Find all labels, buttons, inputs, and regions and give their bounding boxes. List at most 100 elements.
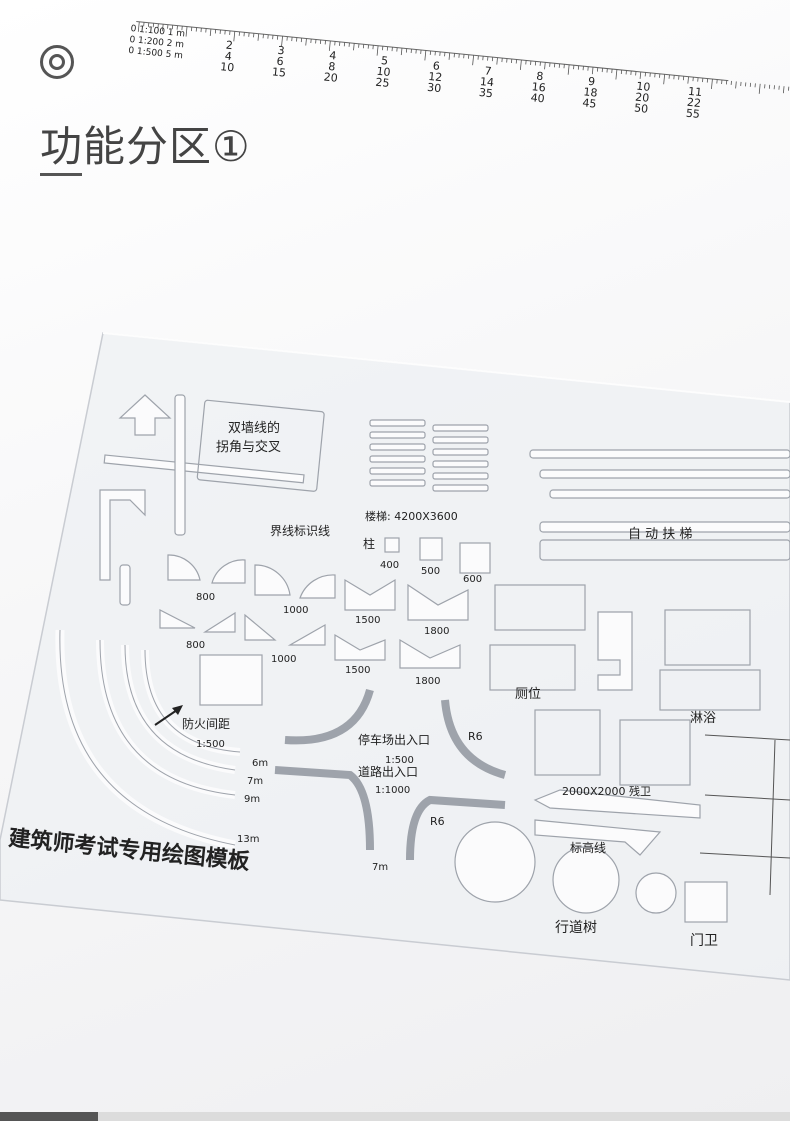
sheet-edge-highlight [102,332,790,403]
label-shower: 淋浴 [690,711,716,726]
ruler-number: 50 [634,101,649,115]
section-title: 功能分区① [40,122,251,171]
label-door-1000: 1000 [271,654,296,665]
ruler-number: 3 [277,44,285,58]
ruler-number: 30 [427,81,442,95]
label-door-1500: 1500 [345,665,370,676]
ruler-ticks [137,21,790,94]
ruler-tick [185,26,188,37]
title-underline [40,173,82,176]
ruler-number: 22 [686,96,701,110]
bent-arrow-cutout [99,489,146,581]
double-wall-box [196,399,325,492]
label-boundary: 界线标识线 [270,524,330,538]
ruler-tick [209,28,212,37]
label-stairs: 楼梯: 4200X3600 [365,509,458,523]
ruler-tick [591,67,594,75]
ruler-number: 40 [530,91,545,105]
ruler-tick [544,62,546,70]
label-door-1800: 1800 [415,676,440,687]
label-double-wall-1: 双墙线的 [228,420,280,436]
label-guard: 门卫 [690,933,718,949]
ruler-tick [639,71,642,79]
ruler-tick [233,31,236,42]
ruler-number: 10 [636,80,651,94]
ruler-number: 4 [224,50,232,64]
label-9m: 9m [244,794,260,805]
ruler-number: 18 [583,85,598,99]
ruler-tick [663,74,666,85]
ruler-tick [567,64,570,75]
tree-small [635,872,677,914]
ruler-scale-labels: 0 1:100 1 m 0 1:200 2 m 0 1:500 5 m [128,24,186,61]
ruler-number: 11 [687,85,702,99]
ruler-tick [472,55,475,66]
ruler-tick [328,40,331,51]
label-r6: R6 [468,730,483,743]
ruler-number: 12 [428,70,443,84]
ruler-number: 14 [479,75,494,89]
fire-square [199,654,263,706]
shower-cutout [664,609,751,666]
label-r6: R6 [430,815,445,828]
ruler-tick [758,83,761,94]
ruler-number: 7 [484,64,492,78]
ruler-tick [711,79,713,90]
ruler-number: 6 [432,59,440,73]
label-escalator: 自 动 扶 梯 [628,527,692,542]
ruler-tick [400,48,403,56]
ruler-number: 20 [635,91,650,105]
ruler-tick [448,52,451,60]
label-parking-scale: 1:500 [385,755,414,766]
ruler-number: 35 [478,86,493,100]
ruler-number: 8 [536,70,544,84]
ruler-number: 16 [531,80,546,94]
ruler-number: 8 [328,60,336,74]
label-column-600: 600 [463,574,482,585]
label-road-scale: 1:1000 [375,785,410,796]
ruler-tick [496,57,498,65]
ruler-number: 10 [376,65,391,79]
label-7m: 7m [247,776,263,787]
progress-fill [0,1112,98,1121]
ruler-number: 9 [587,75,595,89]
label-door-1800: 1800 [424,626,449,637]
label-6m: 6m [252,758,268,769]
ruler: 0 1:100 1 m 0 1:200 2 m 0 1:500 5 m 2410… [128,21,790,121]
double-circle-icon [40,45,74,79]
arrow-up-cutout [118,394,172,436]
ruler-number: 5 [380,54,388,68]
ruler-tick [424,50,427,61]
ruler-number: 2 [225,39,233,53]
ruler-tick [687,76,689,84]
ruler-numbers: 2410361548205102561230714358164091845102… [220,39,703,121]
ruler-number: 4 [329,49,337,63]
guard-box [684,881,728,923]
label-elevation: 标高线 [570,840,606,855]
stairs-cutout [369,419,489,492]
toilet-cutout [494,584,586,631]
label-fire-scale: 1:500 [196,739,225,750]
label-door-1000: 1000 [283,605,308,616]
label-door-1500: 1500 [355,615,380,626]
ruler-number: 10 [220,60,235,74]
ruler-tick [782,86,785,94]
ruler-tick [137,21,140,32]
label-parking: 停车场出入口 [358,732,430,747]
label-bathroom: 2000X2000 残卫 [562,784,651,798]
ruler-number: 25 [375,76,390,90]
ruler-number: 6 [276,55,284,69]
tree-medium [552,846,620,914]
ruler-tick [615,69,618,80]
ruler-number: 20 [323,70,338,84]
tree-large [454,821,536,903]
ruler-tick [735,81,737,89]
label-door-800: 800 [196,592,215,603]
progress-track [0,1112,790,1121]
label-door-800: 800 [186,640,205,651]
ruler-tick [281,36,283,47]
label-fire-distance: 防火间距 [182,716,230,731]
label-column: 柱 [363,536,375,551]
ruler-tick [519,59,522,70]
